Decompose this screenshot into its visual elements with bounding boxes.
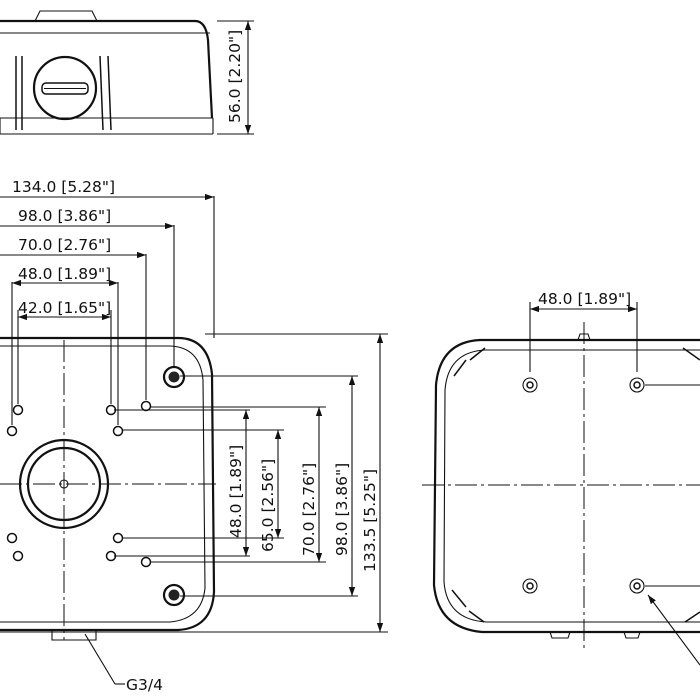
left-width-dimensions: 134.0 [5.28"] 98.0 [3.86"] 70.0 [2.76"] …	[0, 178, 215, 425]
width-label-48: 48.0 [1.89"]	[18, 265, 111, 283]
height-label-98: 98.0 [3.86"]	[333, 463, 351, 556]
thread-label: G3/4	[126, 676, 163, 694]
width-label-70: 70.0 [2.76"]	[18, 236, 111, 254]
width-label-98: 98.0 [3.86"]	[18, 207, 111, 225]
thread-callout: G3/4	[84, 633, 163, 694]
height-label-65: 65.0 [2.56"]	[259, 459, 277, 552]
height-label-133: 133.5 [5.25"]	[361, 469, 379, 572]
height-label-70: 70.0 [2.76"]	[300, 463, 318, 556]
width-label-134: 134.0 [5.28"]	[12, 178, 115, 196]
right-plan-view	[422, 322, 700, 666]
side-height-label: 56.0 [2.20"]	[226, 30, 244, 123]
right-width-label: 48.0 [1.89"]	[538, 290, 631, 308]
width-label-42: 42.0 [1.65"]	[18, 299, 111, 317]
right-width-dimension: 48.0 [1.89"]	[529, 290, 638, 372]
left-height-dimensions: 48.0 [1.89"] 65.0 [2.56"] 70.0 [2.76"] 9…	[114, 333, 388, 633]
right-mounting-holes	[522, 377, 645, 594]
height-label-48: 48.0 [1.89"]	[227, 445, 245, 538]
cable-entry-circle	[32, 55, 98, 121]
cable-entry-slot	[41, 82, 89, 95]
left-plan-view	[0, 336, 216, 641]
height-dimension-side: 56.0 [2.20"]	[217, 20, 254, 135]
side-view	[0, 10, 214, 135]
